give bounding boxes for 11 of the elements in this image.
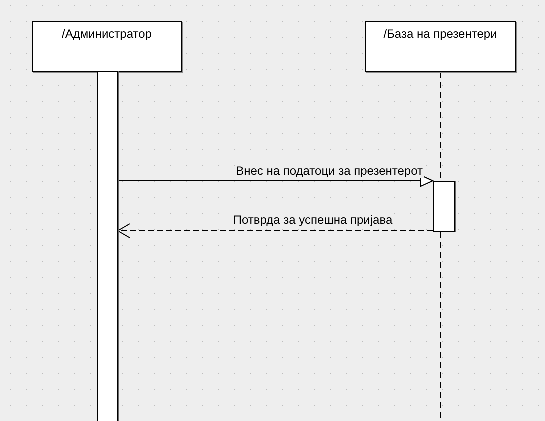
object-name: /База на презентери: [384, 27, 498, 41]
object-box: [365, 21, 516, 72]
activation-bar: [433, 181, 455, 232]
return-message-arrow: [118, 224, 434, 238]
message-label: Потврда за успешна пријава: [232, 213, 394, 227]
object-name: /Администратор: [62, 27, 152, 41]
activation-bar: [97, 71, 118, 421]
lifeline: [440, 232, 441, 421]
message-label: Внес на податоци за презентерот: [235, 164, 424, 178]
object-box: [32, 21, 182, 72]
message-arrow: [118, 175, 434, 187]
